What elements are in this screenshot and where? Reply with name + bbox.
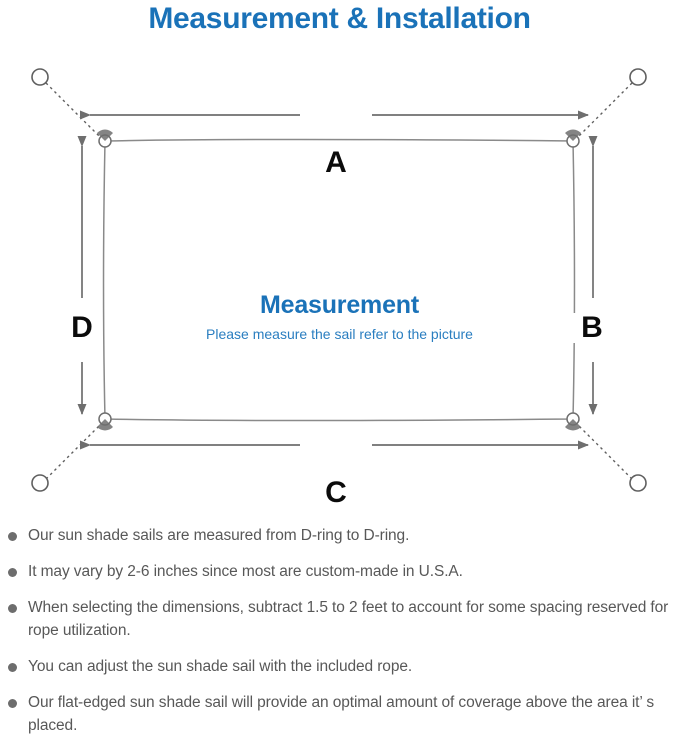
note-text: Our flat-edged sun shade sail will provi… [28,694,654,734]
rope-top-right [576,82,633,139]
list-item: When selecting the dimensions, subtract … [8,596,679,642]
anchor-points [31,68,647,492]
d-ring-tab-top-right [565,129,581,141]
rope-bottom-left [45,423,102,480]
rope-bottom-right [576,423,633,480]
sail-measurement-diagram: Measurement Please measure the sail refe… [0,50,679,510]
note-text: When selecting the dimensions, subtract … [28,599,669,639]
note-text: You can adjust the sun shade sail with t… [28,658,413,675]
d-ring-tabs [97,129,581,431]
bullet-icon [8,532,17,541]
sail-outline [102,138,576,422]
notes-list: Our sun shade sails are measured from D-… [8,524,679,750]
rope-lines [45,82,633,480]
bullet-icon [8,568,17,577]
bullet-icon [8,604,17,613]
d-ring-tab-bottom-left [97,419,113,431]
note-text: Our sun shade sails are measured from D-… [28,527,410,544]
d-ring-tab-top-left [97,129,113,141]
d-ring-tab-bottom-right [565,419,581,431]
anchor-top-right [629,68,647,86]
note-text: It may vary by 2-6 inches since most are… [28,563,463,580]
anchor-bottom-right [629,474,647,492]
list-item: It may vary by 2-6 inches since most are… [8,560,679,583]
rope-top-left [45,82,102,139]
page-title: Measurement & Installation [148,2,531,35]
bullet-icon [8,699,17,708]
anchor-top-left [31,68,49,86]
list-item: Our flat-edged sun shade sail will provi… [8,691,679,737]
anchor-bottom-left [31,474,49,492]
diagram-canvas [31,68,647,492]
list-item: Our sun shade sails are measured from D-… [8,524,679,547]
bullet-icon [8,663,17,672]
list-item: You can adjust the sun shade sail with t… [8,655,679,678]
